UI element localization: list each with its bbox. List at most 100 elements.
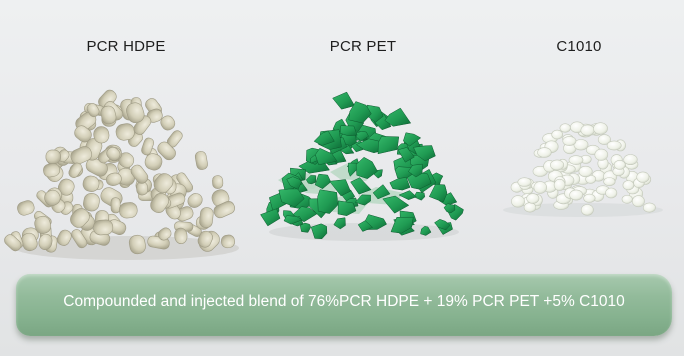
pet-flake	[315, 147, 338, 165]
c1010-pellet	[594, 148, 609, 161]
c1010-pellet	[526, 193, 540, 204]
c1010-pellet	[622, 180, 635, 191]
pet-flake	[434, 219, 451, 231]
pet-flake	[428, 183, 448, 203]
c1010-pellet	[523, 202, 537, 213]
pet-flake	[374, 113, 392, 131]
hdpe-pellet	[199, 207, 214, 228]
c1010-pellet	[597, 134, 611, 145]
hdpe-pellet	[141, 137, 155, 156]
pet-flake	[443, 203, 456, 214]
hdpe-pellet	[83, 193, 100, 212]
c1010-pellet-pile	[503, 121, 663, 217]
hdpe-pellet	[45, 149, 61, 165]
c1010-pellet	[603, 177, 616, 186]
pet-flake	[329, 179, 351, 197]
c1010-pellet	[623, 154, 638, 165]
hdpe-pellet	[105, 172, 122, 186]
hdpe-pellet	[82, 175, 100, 192]
pet-flake	[332, 91, 355, 110]
hdpe-pellet	[4, 234, 22, 252]
pet-flake	[403, 132, 422, 147]
c1010-pellet	[643, 202, 656, 213]
hdpe-pellet	[221, 234, 235, 249]
c1010-pellet	[606, 140, 622, 151]
hdpe-pellet	[43, 163, 60, 178]
hdpe-pellet	[160, 115, 176, 131]
hdpe-pellet	[70, 208, 90, 228]
hdpe-pellet	[153, 173, 174, 194]
pet-flake	[377, 136, 400, 155]
pet-flake	[337, 200, 357, 216]
hdpe-pellet	[119, 202, 138, 219]
pet-flake	[317, 189, 339, 214]
c1010-pellet	[621, 194, 633, 204]
label-pcr-hdpe: PCR HDPE	[86, 38, 166, 55]
hdpe-pellet	[130, 164, 149, 184]
pet-flake	[313, 130, 335, 146]
pet-flake	[406, 171, 432, 190]
pet-flake	[333, 217, 346, 230]
hdpe-pellet	[110, 197, 121, 214]
hdpe-pellet	[74, 125, 92, 143]
hdpe-pellet	[106, 146, 121, 161]
hdpe-pellet	[187, 193, 203, 208]
hdpe-pellet	[56, 229, 72, 246]
c1010-pellet	[551, 129, 564, 140]
hdpe-pellet	[68, 162, 83, 178]
pet-flake	[283, 215, 303, 225]
pet-flake	[397, 147, 415, 163]
c1010-pellet	[573, 139, 589, 151]
hdpe-pellet	[34, 215, 52, 234]
hdpe-pellet	[71, 229, 88, 249]
hdpe-pellet	[150, 192, 169, 213]
pcr-hdpe-pellet-pile	[4, 89, 239, 260]
hdpe-pellet	[57, 178, 75, 196]
hdpe-pellet	[44, 189, 61, 206]
c1010-pellet	[517, 177, 532, 187]
label-c1010: C1010	[556, 38, 602, 55]
hdpe-pellet	[86, 103, 100, 118]
c1010-pellet	[583, 193, 596, 203]
hdpe-pellet	[144, 153, 163, 171]
pet-flake	[350, 177, 372, 195]
pet-flake	[299, 222, 311, 233]
c1010-pellet	[593, 122, 608, 135]
c1010-pellet	[636, 171, 650, 183]
pet-flake	[398, 190, 417, 200]
pet-flake	[384, 107, 412, 127]
pet-flake	[408, 163, 423, 178]
hdpe-pellet	[93, 219, 114, 236]
pet-flake	[390, 216, 414, 234]
pet-flake	[413, 191, 426, 201]
hdpe-pellet	[197, 230, 213, 248]
pet-flake	[310, 223, 328, 239]
pet-flake	[413, 145, 436, 162]
hdpe-pellet	[93, 126, 110, 144]
pet-flake	[305, 175, 317, 185]
c1010-pellet	[578, 165, 593, 178]
hdpe-pellet	[126, 102, 145, 123]
c1010-pellet	[559, 123, 571, 133]
c1010-pellet	[553, 178, 566, 191]
pet-flake	[372, 184, 391, 200]
hdpe-pellet	[70, 146, 93, 165]
pet-flake	[260, 208, 281, 227]
hdpe-pellet	[212, 175, 224, 189]
pet-flake	[354, 194, 371, 206]
c1010-pellet	[537, 147, 552, 158]
hdpe-pellet	[174, 227, 188, 244]
pcr-pet-flake-pile	[260, 91, 464, 241]
hdpe-pellet	[213, 201, 236, 219]
hdpe-pellet	[17, 200, 35, 216]
hdpe-pellet	[100, 105, 117, 125]
c1010-pellet	[613, 159, 626, 170]
compounded-blend-bar: Compounded and injected blend of 76%PCR …	[16, 274, 672, 336]
blend-caption: Compounded and injected blend of 76%PCR …	[63, 293, 625, 310]
c1010-pellet	[580, 124, 595, 136]
c1010-pellet	[511, 195, 525, 208]
pet-flake	[348, 101, 372, 124]
pet-flake	[420, 226, 432, 236]
